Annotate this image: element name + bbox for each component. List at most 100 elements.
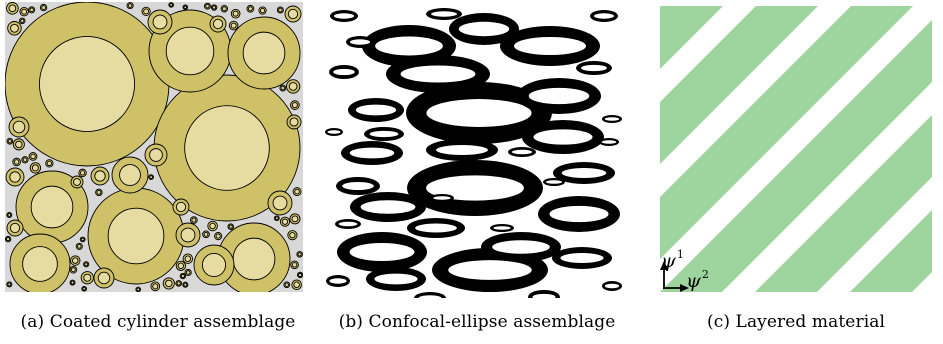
caption-coated-cylinder: (a) Coated cylinder assemblage [20,312,296,332]
coated-cylinder [172,198,190,216]
coated-cylinder [290,100,300,110]
cylinder-core [287,8,299,20]
cylinder-core [230,22,237,29]
ellipse-inner [415,223,457,233]
coated-cylinder [179,272,187,280]
cylinder-core [94,170,106,182]
coated-cylinder [69,279,76,286]
cylinder-core [79,170,86,176]
confocal-ellipse [449,13,519,45]
psi1-arrowhead [660,261,668,270]
coated-cylinder [190,216,198,224]
cylinder-core [70,267,76,273]
ellipse-inner [514,37,586,55]
confocal-ellipse [329,65,359,79]
coated-cylinder [296,251,303,258]
confocal-ellipse [599,138,619,146]
cylinder-core [212,5,217,10]
coated-cylinder [81,285,87,292]
cylinder-core [242,31,286,75]
material-layer [850,210,932,292]
confocal-ellipse [426,8,462,20]
cylinder-core [21,8,28,15]
coated-cylinder [267,190,293,216]
coated-cylinder [279,84,287,92]
coated-cylinder [78,168,87,178]
cylinder-core [30,185,74,229]
coated-cylinder [168,2,174,8]
cylinder-core [191,217,197,223]
confocal-ellipse [553,162,615,184]
cylinder-core [175,201,187,213]
coated-cylinder [19,7,29,17]
coated-cylinder [148,174,155,181]
coated-cylinder [220,5,229,13]
cylinder-core [201,252,227,278]
material-layer [660,20,932,292]
confocal-ellipse [407,218,465,238]
cylinder-core [289,117,299,127]
confocal-ellipse [350,192,426,222]
ellipse-inner [426,99,532,127]
cylinder-core [70,280,75,285]
coated-cylinder [6,281,13,288]
ellipse-inner [355,104,397,116]
confocal-ellipse [543,178,565,186]
confocal-ellipse [325,128,343,136]
cylinder-core [169,3,173,7]
cylinder-core [15,140,23,149]
cylinder-core [119,164,141,186]
cylinder-core [152,14,168,30]
cylinder-core [73,178,81,186]
cylinder-core [215,233,221,239]
ellipse-inner [604,283,620,289]
cylinder-core [185,270,191,275]
confocal-ellipse [602,115,622,123]
confocal-ellipse [326,275,350,287]
cylinder-core [180,274,185,279]
ellipse-inner [375,36,443,56]
cylinder-core [84,262,89,267]
coated-cylinder [28,6,36,14]
ellipse-inner [333,13,355,19]
cylinder-core [272,195,288,211]
coated-cylinder [95,188,103,197]
cylinder-core [9,171,21,183]
coated-cylinder [286,114,302,130]
coated-cylinder [5,235,12,243]
cylinder-core [177,262,185,269]
cylinder-core [149,148,163,162]
confocal-ellipse [576,61,612,75]
coated-cylinder [45,159,54,168]
cylinder-core [203,231,209,237]
cylinder-core [12,120,26,134]
cylinder-core [259,8,266,14]
cylinder-core [297,252,302,257]
coated-cylinder [175,280,183,287]
cylinder-core [83,273,92,282]
coated-cylinder [292,187,302,197]
cylinder-core [293,281,300,288]
cylinder-core [232,237,276,281]
coated-cylinder [296,271,303,279]
coated-cylinder [203,2,211,10]
ellipse-inner [593,13,615,19]
coated-cylinder [18,17,26,25]
confocal-ellipse [522,120,604,154]
coated-cylinder [210,4,218,11]
coated-cylinder [69,265,78,274]
coated-cylinder [9,233,71,292]
ellipse-inner [329,278,347,284]
coated-cylinder [175,260,186,271]
cylinder-core [291,262,298,268]
confocal-ellipse [500,26,600,66]
cylinder-core [9,222,21,234]
coated-cylinder [284,5,302,23]
ellipse-inner [369,130,399,138]
cylinder-core [8,4,17,13]
ellipse-inner [436,145,488,155]
coated-cylinder [175,222,201,248]
ellipse-inner [560,253,604,263]
ellipse-inner [532,293,556,298]
ellipse-inner [338,221,358,227]
